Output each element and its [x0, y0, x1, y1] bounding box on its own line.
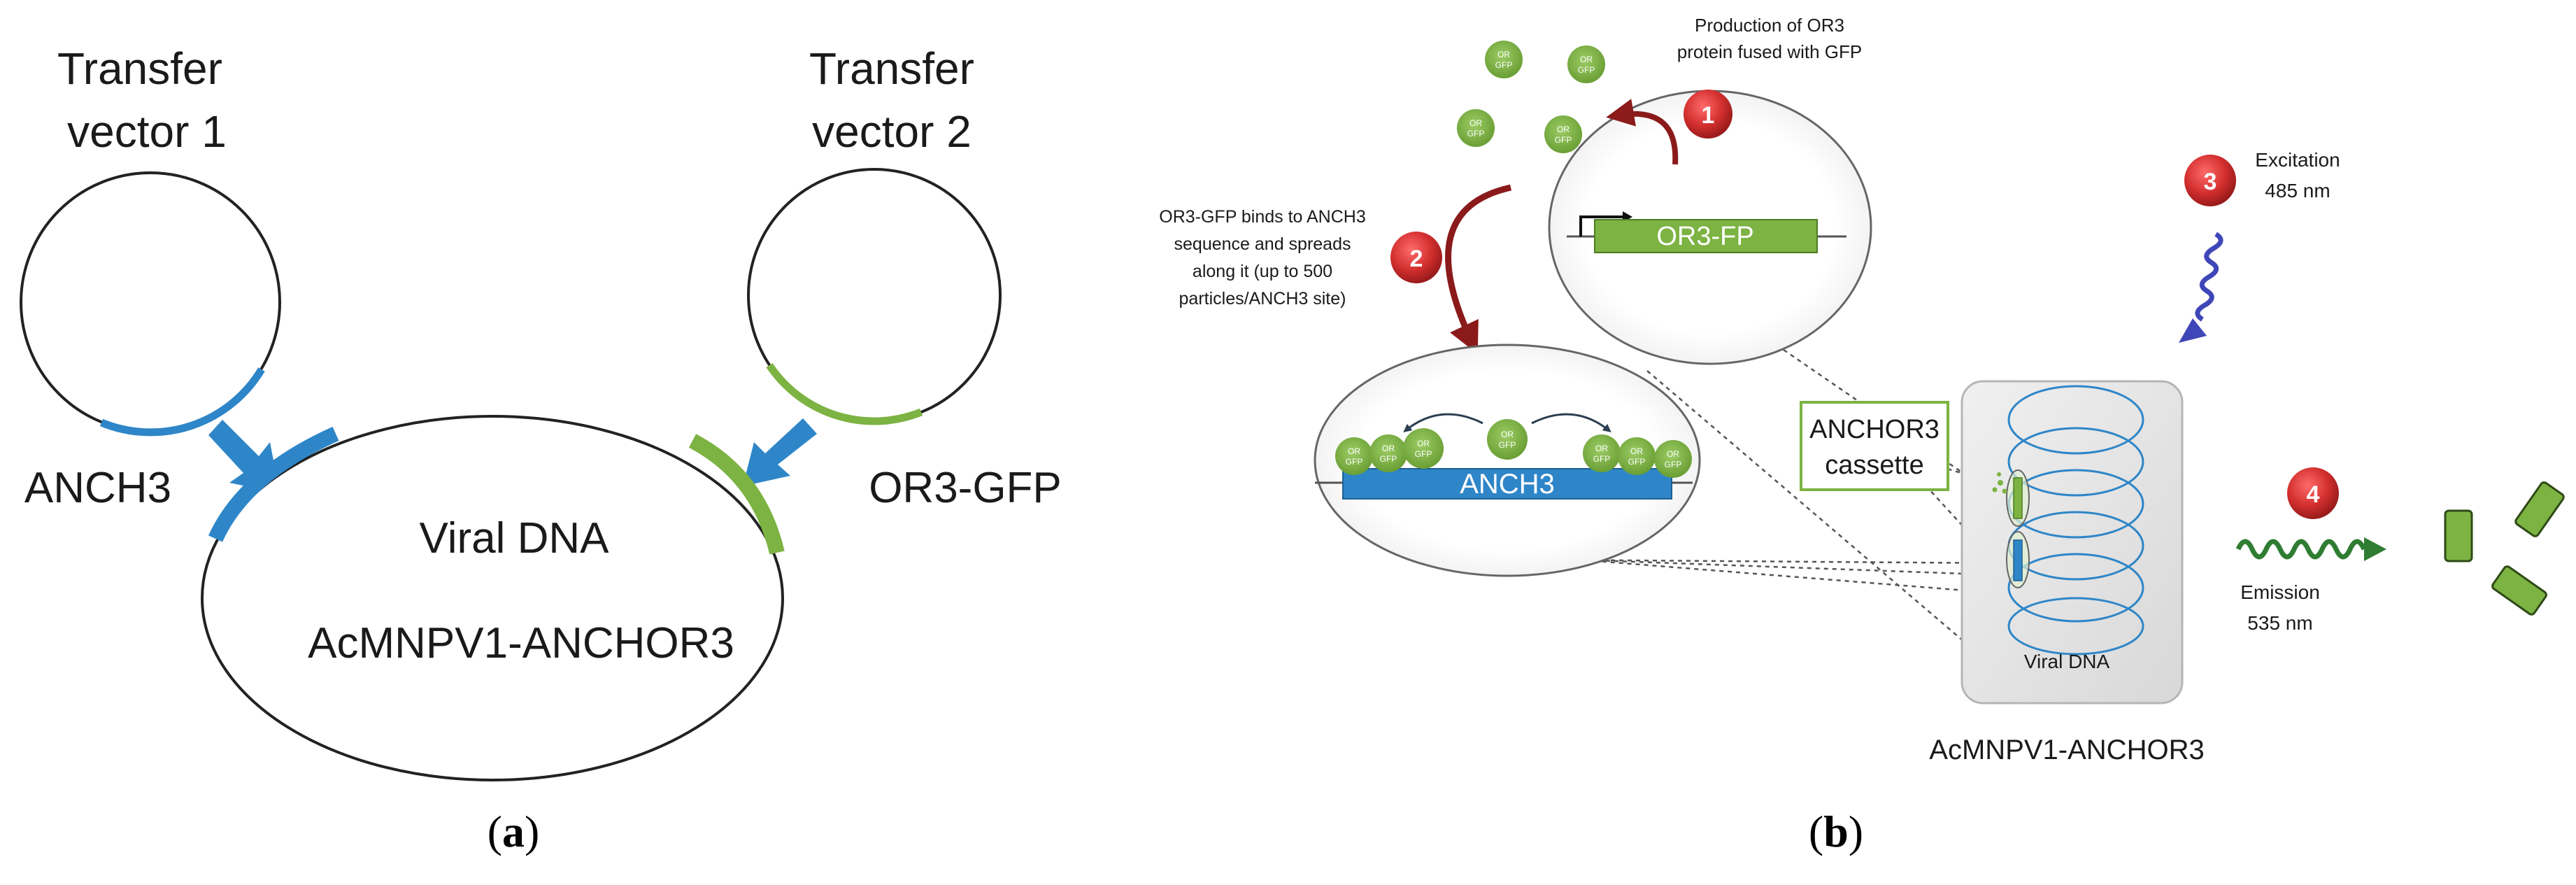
caption-b: (b) [1809, 807, 1863, 856]
svg-text:1: 1 [1702, 102, 1715, 129]
excitation-label: Excitation [2255, 149, 2340, 171]
anch3-box-label: ANCH3 [1460, 469, 1555, 500]
step-2-badge: 2 [1390, 232, 1442, 283]
svg-text:OR: OR [1557, 125, 1570, 134]
svg-text:GFP: GFP [1495, 60, 1513, 70]
svg-text:GFP: GFP [1628, 457, 1646, 467]
panel-b: OR GFP OR GFP OR GFP OR GFP Production o… [1159, 15, 2565, 856]
svg-text:OR: OR [1382, 444, 1395, 453]
spread-arrow-left [1403, 413, 1483, 432]
spread-arrow-right [1531, 413, 1611, 432]
or3-gfp-insert-segment [688, 434, 785, 555]
fluorescent-rod [2444, 509, 2473, 562]
excitation-arrowhead [2179, 318, 2207, 343]
svg-text:OR3-GFP binds to ANCH3: OR3-GFP binds to ANCH3 [1159, 207, 1365, 227]
cassette-dots [1992, 472, 2007, 494]
emission-arrowhead [2364, 537, 2386, 561]
or-gfp-particle: OR GFP [1403, 428, 1444, 469]
binding-arrow [1445, 184, 1511, 355]
or-gfp-particle: OR GFP [1487, 419, 1528, 460]
production-text-line2: protein fused with GFP [1677, 41, 1862, 62]
svg-text:GFP: GFP [1593, 454, 1611, 464]
svg-text:OR: OR [1630, 446, 1643, 456]
svg-text:GFP: GFP [1346, 457, 1363, 467]
anch3-box [1342, 468, 1672, 500]
step-3-badge: 3 [2184, 155, 2236, 206]
emission-label: Emission [2240, 581, 2320, 603]
transfer-vector-1-label: Transfer [57, 43, 222, 94]
transfer-vector-1-anch3-segment [99, 367, 265, 437]
or-gfp-particle: OR GFP [1369, 434, 1407, 472]
or-gfp-particle: OR GFP [1485, 41, 1523, 78]
or-gfp-particle: OR GFP [1618, 437, 1656, 475]
fluorescent-signals [2444, 481, 2565, 616]
emission-wave [2235, 539, 2367, 560]
emission-wavelength: 535 nm [2247, 612, 2312, 634]
excitation-wave [2195, 232, 2223, 322]
anch3-label: ANCH3 [24, 464, 171, 512]
production-text: Production of OR3 [1695, 15, 1844, 36]
svg-text:OR: OR [1417, 439, 1430, 448]
anchor3-cassette-box [1800, 401, 1949, 491]
fluorescent-rod [2514, 481, 2565, 537]
svg-text:particles/ANCH3 site): particles/ANCH3 site) [1179, 289, 1346, 309]
anch3-binding-oval [1314, 344, 1701, 577]
svg-text:OR: OR [1667, 449, 1679, 459]
svg-text:sequence and spreads: sequence and spreads [1174, 234, 1351, 254]
binding-text: OR3-GFP binds to ANCH3 sequence and spre… [1159, 207, 1365, 309]
svg-text:OR: OR [1501, 430, 1514, 439]
production-arrow [1606, 99, 1679, 165]
fluorescent-rod [2491, 565, 2547, 616]
or3-fp-label: OR3-FP [1656, 222, 1753, 251]
svg-text:3: 3 [2204, 169, 2217, 195]
svg-text:4: 4 [2307, 481, 2320, 508]
viral-dna-label: Viral DNA [419, 514, 609, 562]
arrow-vector2-to-viral [743, 418, 817, 486]
svg-text:OR: OR [1595, 444, 1608, 453]
svg-text:2: 2 [1410, 246, 1423, 272]
transfer-vector-2-label-line2: vector 2 [812, 106, 972, 157]
construct-label-a: AcMNPV1-ANCHOR3 [308, 619, 734, 667]
svg-text:OR: OR [1497, 50, 1510, 59]
svg-text:GFP: GFP [1467, 129, 1485, 139]
or-gfp-particle: OR GFP [1583, 434, 1621, 472]
or-gfp-particle: OR GFP [1567, 45, 1605, 83]
caption-a: (a) [488, 807, 540, 856]
construct-label-b: AcMNPV1-ANCHOR3 [1929, 735, 2204, 765]
transfer-vector-1-label-line2: vector 1 [67, 106, 227, 157]
promoter-arrow [1579, 215, 1623, 236]
anch3-insert-segment [208, 426, 339, 542]
or-gfp-particle: OR GFP [1654, 440, 1692, 478]
svg-text:GFP: GFP [1665, 460, 1682, 469]
transfer-vector-2-label: Transfer [809, 43, 974, 94]
cassette-label-line2: cassette [1825, 451, 1924, 480]
transfer-vector-2-or3-segment [766, 362, 923, 425]
svg-text:GFP: GFP [1578, 65, 1595, 75]
or-gfp-particle: OR GFP [1544, 115, 1582, 153]
svg-text:GFP: GFP [1555, 135, 1572, 145]
viral-dna-genome [201, 415, 784, 781]
svg-text:GFP: GFP [1415, 449, 1432, 459]
or3-fp-gene-box [1594, 219, 1818, 253]
bound-or-gfp-particles: OR GFP OR GFP OR GFP OR GFP OR GFP [1335, 419, 1692, 478]
svg-text:GFP: GFP [1499, 440, 1516, 450]
panel-a: Transfer vector 1 Transfer vector 2 ANCH… [20, 43, 1062, 856]
viral-dna-box [1961, 380, 2184, 705]
or-gfp-particle: OR GFP [1457, 109, 1495, 147]
cassette-label: ANCHOR3 [1809, 415, 1940, 444]
or-gfp-particle: OR GFP [1335, 437, 1373, 475]
svg-text:OR: OR [1348, 446, 1360, 456]
viral-dna-box-label: Viral DNA [2024, 651, 2110, 672]
step-1-badge: 1 [1684, 90, 1732, 139]
free-or-gfp-particles: OR GFP OR GFP OR GFP OR GFP [1457, 41, 1605, 153]
svg-text:OR: OR [1580, 55, 1593, 64]
excitation-wavelength: 485 nm [2265, 180, 2330, 201]
svg-text:OR: OR [1470, 118, 1482, 128]
step-4-badge: 4 [2287, 467, 2339, 519]
svg-text:GFP: GFP [1380, 454, 1397, 464]
svg-text:along it (up to 500: along it (up to 500 [1193, 262, 1332, 281]
or3-gfp-label: OR3-GFP [869, 464, 1062, 512]
